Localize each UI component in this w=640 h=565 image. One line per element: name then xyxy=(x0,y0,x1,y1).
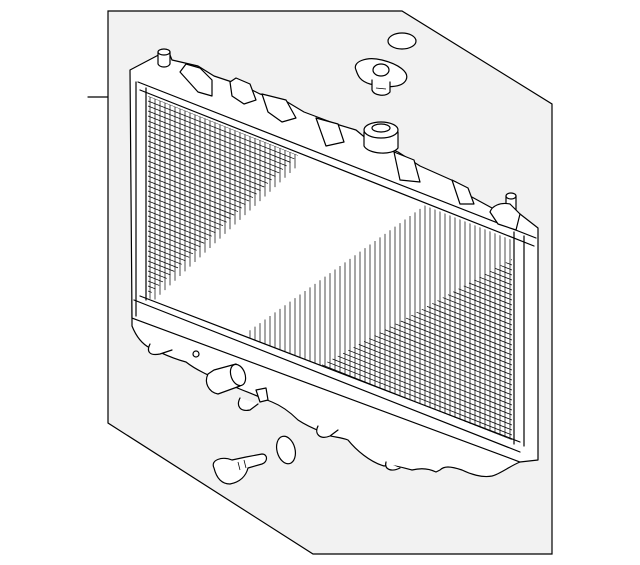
fin-line xyxy=(495,268,512,276)
fin-line xyxy=(148,275,164,283)
fin-line xyxy=(148,175,239,212)
fin-line xyxy=(411,314,512,356)
fin-line xyxy=(474,279,512,296)
fin-line xyxy=(148,205,216,234)
fin-line xyxy=(148,120,280,174)
fin-line xyxy=(148,235,194,255)
fin-line xyxy=(148,210,212,237)
fin-line xyxy=(489,270,512,281)
fin-line xyxy=(400,320,512,366)
fin-line xyxy=(148,250,182,265)
fin-line xyxy=(148,245,186,262)
fin-line xyxy=(148,110,287,167)
fin-line xyxy=(426,306,512,341)
fin-line xyxy=(148,115,284,170)
fin-line xyxy=(463,285,512,306)
fin-line xyxy=(148,270,167,279)
lower-hose-outlet xyxy=(205,363,247,395)
fin-line xyxy=(453,291,512,316)
fin-line xyxy=(148,255,179,269)
fin-line xyxy=(148,165,246,205)
fin-line xyxy=(148,280,160,286)
fin-line xyxy=(479,276,512,291)
fin-line xyxy=(148,140,265,188)
fin-line xyxy=(148,160,250,202)
fin-line xyxy=(384,329,512,381)
fin-line xyxy=(458,288,512,311)
fin-line xyxy=(342,352,512,421)
fin-line xyxy=(395,323,512,371)
fin-line xyxy=(148,215,209,241)
fin-line xyxy=(148,100,295,160)
fin-line xyxy=(353,346,512,411)
fin-line xyxy=(148,190,227,223)
fin-line xyxy=(437,300,512,331)
fin-line xyxy=(148,155,254,198)
fin-line xyxy=(327,361,512,436)
fin-line xyxy=(348,349,512,416)
fin-line xyxy=(148,170,242,209)
fin-line xyxy=(390,326,512,376)
fin-line xyxy=(405,317,512,361)
fin-line xyxy=(148,135,269,184)
fin-line xyxy=(148,145,261,191)
drain-o-ring xyxy=(275,435,297,465)
fin-line xyxy=(379,332,512,386)
upper-hose-inlet xyxy=(157,48,171,68)
fin-line xyxy=(442,297,512,326)
filler-neck xyxy=(363,121,399,154)
fin-line xyxy=(432,303,512,336)
fin-line xyxy=(369,338,512,396)
fin-line xyxy=(148,260,175,272)
fin-line xyxy=(468,282,512,301)
fin-line xyxy=(363,341,512,401)
fin-line xyxy=(148,195,224,226)
fin-line xyxy=(148,285,156,290)
fin-line xyxy=(447,294,512,321)
fin-line xyxy=(500,265,512,271)
fin-line xyxy=(148,225,201,248)
fin-line xyxy=(416,311,512,351)
fin-line xyxy=(337,355,512,426)
fin-line xyxy=(484,273,512,286)
fin-line xyxy=(148,185,231,219)
radiator-core xyxy=(129,48,539,478)
fin-line xyxy=(148,130,272,181)
fin-line xyxy=(332,358,512,431)
fin-line xyxy=(148,105,291,163)
drain-plug xyxy=(212,453,268,485)
fin-line xyxy=(148,180,235,216)
radiator-cap xyxy=(354,58,408,96)
fin-line xyxy=(148,200,220,230)
fin-line xyxy=(148,220,205,244)
fin-line xyxy=(148,290,152,293)
fin-line xyxy=(358,344,512,406)
fin-line xyxy=(148,240,190,258)
fin-line xyxy=(148,150,257,195)
fin-line xyxy=(148,265,171,276)
fin-line xyxy=(148,230,197,251)
fin-line xyxy=(374,335,512,391)
fin-line xyxy=(321,364,512,440)
fin-line xyxy=(148,125,276,177)
cap-o-ring xyxy=(387,32,417,50)
fin-line xyxy=(421,308,512,346)
fin-line xyxy=(505,262,512,266)
